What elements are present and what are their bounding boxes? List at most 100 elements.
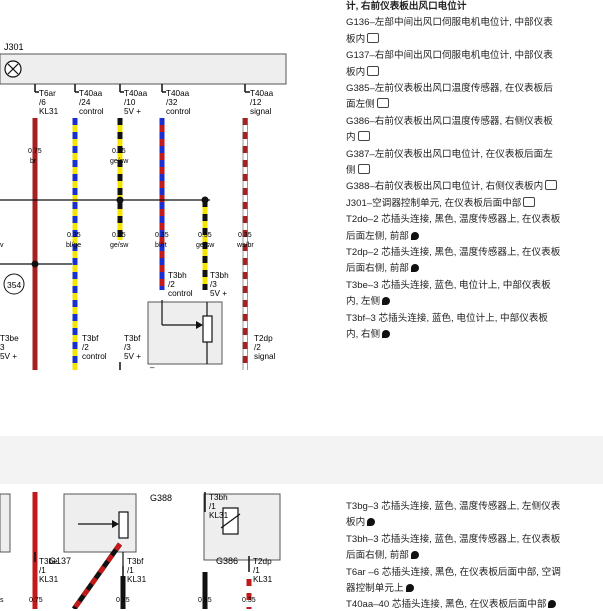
svg-text:control: control <box>79 107 104 116</box>
svg-text:T3bf: T3bf <box>82 334 99 343</box>
svg-text:–: – <box>150 363 155 370</box>
legend-line: G385–左前仪表板出风口温度传感器, 在仪表板后 <box>346 83 553 94</box>
svg-text:T3bf: T3bf <box>124 334 141 343</box>
connector-photo-icon <box>410 231 419 240</box>
connector-photo-icon <box>410 551 419 560</box>
j301-label: J301 <box>4 42 24 52</box>
legend-line: T6ar –6 芯插头连接, 黑色, 在仪表板后面中部, 空调 <box>346 566 561 578</box>
svg-text:T3bf: T3bf <box>127 557 144 566</box>
legend-line: 后面右侧, 前部 <box>346 262 419 275</box>
svg-text:T40aa: T40aa <box>79 89 103 98</box>
svg-text:5V +: 5V + <box>210 289 227 298</box>
camera-icon <box>545 180 558 191</box>
svg-text:signal: signal <box>250 107 272 116</box>
svg-text:0.35: 0.35 <box>116 597 130 604</box>
camera-icon <box>367 32 380 43</box>
g386-label: G386 <box>216 556 238 566</box>
legend-line: T40aa–40 芯插头连接, 黑色, 在仪表板后面中部 <box>346 598 557 611</box>
legend-line: T3bf–3 芯插头连接, 蓝色, 电位计上, 中部仪表板 <box>346 312 549 324</box>
svg-text:T2dp: T2dp <box>253 557 272 566</box>
connector-t40aa-24: T40aa /24 control <box>79 89 104 116</box>
svg-text:/3: /3 <box>124 343 131 352</box>
camera-icon <box>376 98 389 109</box>
svg-text:0.35: 0.35 <box>198 232 212 239</box>
camera-icon <box>357 164 370 174</box>
camera-icon <box>367 65 380 76</box>
connector-t3bh-3: T3bh /3 5V + <box>210 271 229 298</box>
legend-line: 计, 右前仪表板出风口电位计 <box>346 1 467 12</box>
svg-text:T3bh: T3bh <box>209 493 228 502</box>
legend-line: 板内 <box>346 516 376 529</box>
svg-text:0.35: 0.35 <box>238 232 252 239</box>
legend-line: G386–右前仪表板出风口温度传感器, 右侧仪表板 <box>346 115 553 127</box>
legend-line: 板内 <box>346 32 380 46</box>
page-gap <box>0 436 603 484</box>
svg-text:KL31: KL31 <box>209 511 229 520</box>
legend-line: 侧 <box>346 164 370 177</box>
legend-line: T3bg–3 芯插头连接, 蓝色, 温度传感器上, 左侧仪表 <box>346 501 561 512</box>
svg-text:/1: /1 <box>253 566 260 575</box>
svg-text:ge/sw: ge/sw <box>196 242 215 249</box>
svg-text:/2: /2 <box>82 343 89 352</box>
legend-line: T2do–2 芯插头连接, 黑色, 温度传感器上, 在仪表板 <box>346 214 561 226</box>
connector-t3bf-1: T3bf /1 KL31 <box>127 557 147 584</box>
svg-text:ge/sw: ge/sw <box>110 242 129 249</box>
connector-t2dp-2: T2dp /2 signal <box>254 334 276 361</box>
svg-text:0.35: 0.35 <box>112 232 126 239</box>
svg-text:0.35: 0.35 <box>155 232 169 239</box>
legend-line: T3be–3 芯插头连接, 蓝色, 电位计上, 中部仪表板 <box>346 279 551 291</box>
svg-text:0.35: 0.35 <box>112 148 126 155</box>
svg-text:T2dp: T2dp <box>254 334 273 343</box>
svg-text:/2: /2 <box>254 343 261 352</box>
legend-line: 内, 右侧 <box>346 328 391 341</box>
legend-line: J301–空调器控制单元, 在仪表板后面中部 <box>346 196 536 210</box>
svg-text:bl/ge: bl/ge <box>66 242 81 249</box>
svg-text:ge/sw: ge/sw <box>110 158 129 165</box>
reference-354 <box>3 273 25 295</box>
svg-text:/12: /12 <box>250 98 262 107</box>
svg-text:control: control <box>166 107 191 116</box>
legend-line: 器控制单元上 <box>346 582 414 595</box>
svg-text:control: control <box>82 352 107 361</box>
svg-text:/3: /3 <box>210 280 217 289</box>
svg-text:s: s <box>0 597 4 604</box>
wiring-diagram-lower: G388 G137 G386 T3be /1 KL31 T3bf /1 KL31… <box>0 492 281 609</box>
connector-t3be: T3be 3 5V + <box>0 334 19 361</box>
legend-line: 内 <box>346 131 370 144</box>
connector-t3bh-1: T3bh /1 KL31 <box>209 493 229 520</box>
svg-text:/24: /24 <box>79 98 91 107</box>
svg-text:0.35: 0.35 <box>198 597 212 604</box>
svg-text:0.75: 0.75 <box>29 597 43 604</box>
legend-line: 内, 左侧 <box>346 295 391 308</box>
svg-text:T3bh: T3bh <box>210 271 229 280</box>
legend-line: G136–左部中间出风口伺服电机电位计, 中部仪表 <box>346 17 553 29</box>
connector-t3be-1: T3be /1 KL31 <box>39 557 59 584</box>
legend-line: 面左侧 <box>346 98 389 111</box>
svg-text:/1: /1 <box>209 502 216 511</box>
connector-t40aa-12: T40aa /12 signal <box>250 89 274 116</box>
legend-line: 后面右侧, 前部 <box>346 549 419 562</box>
connector-photo-icon <box>548 600 557 609</box>
wiring-diagram-upper: J301 T6ar /6 KL31 T40aa /24 control T40a… <box>0 42 287 370</box>
legend-line: G137–右部中间出风口伺服电机电位计, 中部仪表 <box>346 50 553 62</box>
camera-icon <box>523 196 536 207</box>
camera-icon <box>357 131 370 142</box>
svg-text:br: br <box>30 158 37 165</box>
connector-photo-icon <box>382 297 391 306</box>
svg-text:KL31: KL31 <box>253 575 273 584</box>
svg-text:bl/rt: bl/rt <box>155 242 167 249</box>
svg-text:T40aa: T40aa <box>124 89 148 98</box>
svg-text:0.35: 0.35 <box>242 597 256 604</box>
connector-t40aa-32: T40aa /32 control <box>166 89 191 116</box>
connector-photo-icon <box>367 518 376 527</box>
svg-text:354: 354 <box>7 280 21 290</box>
svg-text:/32: /32 <box>166 98 178 107</box>
svg-text:T6ar: T6ar <box>39 89 56 98</box>
g137-label: G137 <box>49 556 71 566</box>
svg-text:T3bh: T3bh <box>168 271 187 280</box>
svg-text:/1: /1 <box>39 566 46 575</box>
legend-line: T2dp–2 芯插头连接, 黑色, 温度传感器上, 在仪表板 <box>346 247 561 258</box>
legend-line: G388–右前仪表板出风口电位计, 右侧仪表板内 <box>346 180 558 193</box>
svg-text:KL31: KL31 <box>39 575 59 584</box>
svg-text:T40aa: T40aa <box>166 89 190 98</box>
